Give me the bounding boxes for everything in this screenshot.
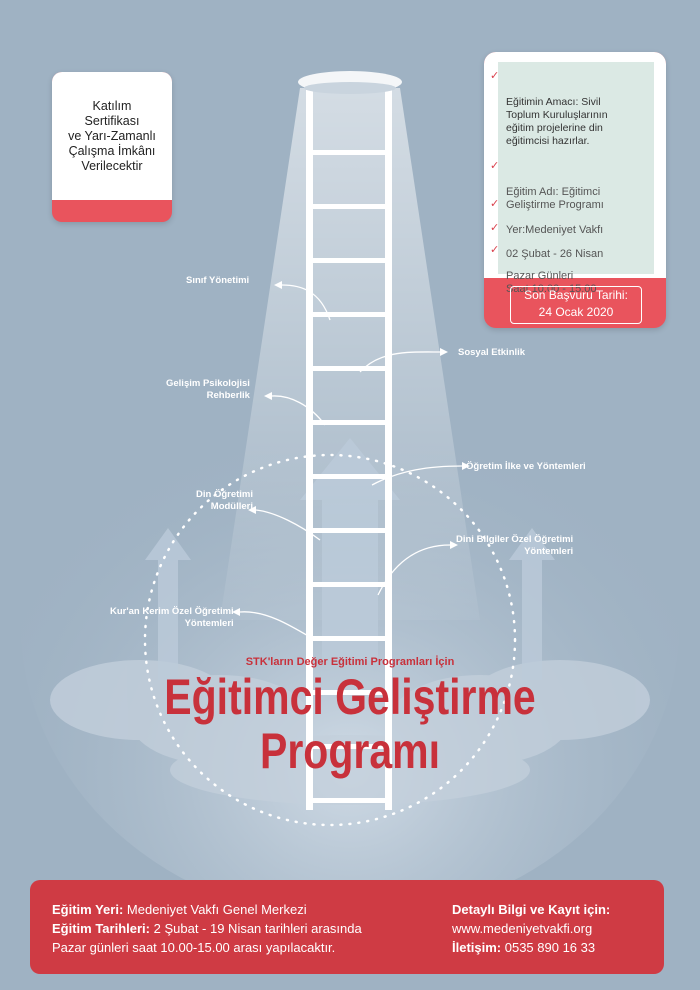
info-item-purpose: ✓ Eğitimin Amacı: Sivil Toplum Kuruluşla…	[490, 70, 608, 147]
check-icon: ✓	[490, 198, 500, 210]
dotted-circle	[143, 453, 517, 827]
ladder-rung	[306, 582, 392, 587]
ladder-rung	[306, 636, 392, 641]
dates-label: Eğitim Tarihleri:	[52, 921, 150, 936]
label-religious-knowledge-methods: Dini Bilgiler Özel Öğretimi Yöntemleri	[456, 534, 574, 557]
ladder-rung	[306, 528, 392, 533]
dates-value: 2 Şubat - 19 Nisan tarihleri arasında	[150, 921, 362, 936]
ladder	[306, 90, 392, 810]
ladder-rung	[306, 204, 392, 209]
label-quran-teaching-methods: Kur'an Kerim Özel Öğretimi Yöntemleri	[110, 606, 234, 629]
deadline-box: Son Başvuru Tarihi: 24 Ocak 2020	[510, 286, 642, 324]
hole-rim	[304, 82, 396, 94]
clouds	[50, 660, 650, 805]
program-title-line1: Eğitimci Geliştirme	[164, 669, 536, 725]
info-card: ✓ Eğitimin Amacı: Sivil Toplum Kuruluşla…	[484, 52, 666, 328]
ladder-rail-right	[385, 90, 392, 810]
light-beam	[220, 88, 480, 620]
label-teaching-principles: Öğretim İlke ve Yöntemleri	[466, 461, 586, 472]
ladder-rung	[306, 312, 392, 317]
ladder-rung	[306, 798, 392, 803]
info-item-dates: ✓ 02 Şubat - 26 Nisan	[490, 222, 604, 260]
certificate-text: Katılım Sertifikası ve Yarı-Zamanlı Çalı…	[52, 72, 172, 200]
ladder-rung	[306, 366, 392, 371]
place-value: Medeniyet Vakfı Genel Merkezi	[123, 902, 307, 917]
info-item-name: ✓ Eğitim Adı: Eğitimci Geliştirme Progra…	[490, 160, 604, 211]
info-panel	[498, 62, 654, 274]
footer-banner: Eğitim Yeri: Medeniyet Vakfı Genel Merke…	[30, 880, 664, 974]
certificate-card: Katılım Sertifikası ve Yarı-Zamanlı Çalı…	[52, 72, 172, 222]
check-icon: ✓	[490, 244, 500, 256]
ladder-rung	[306, 150, 392, 155]
ladder-rung	[306, 474, 392, 479]
footer-left: Eğitim Yeri: Medeniyet Vakfı Genel Merke…	[52, 900, 362, 957]
schedule-text: Pazar günleri saat 10.00-15.00 arası yap…	[52, 940, 336, 955]
place-label: Eğitim Yeri:	[52, 902, 124, 917]
ladder-rung	[306, 744, 392, 749]
label-developmental-psychology: Gelişim Psikolojisi Rehberlik	[166, 378, 250, 401]
connector-arrowheads	[232, 281, 470, 616]
label-social-activity: Sosyal Etkinlik	[458, 347, 526, 358]
contact-label: İletişim:	[452, 940, 502, 955]
check-icon: ✓	[490, 222, 500, 234]
program-title-line2: Programı	[259, 723, 440, 779]
label-religion-teaching-modules: Din Öğretimi Modülleri	[196, 489, 254, 512]
up-arrows	[145, 438, 555, 680]
label-connectors	[239, 284, 463, 641]
info-label: Detaylı Bilgi ve Kayıt için:	[452, 902, 611, 917]
ladder-rung	[306, 690, 392, 695]
check-icon: ✓	[490, 70, 500, 82]
footer-right: Detaylı Bilgi ve Kayıt için: www.medeniy…	[452, 900, 610, 957]
website-link[interactable]: www.medeniyetvakfi.org	[452, 921, 593, 936]
program-subtitle: STK'ların Değer Eğitimi Programları İçin	[245, 656, 455, 668]
info-item-place: ✓ Yer:Medeniyet Vakfı	[490, 198, 604, 236]
check-icon: ✓	[490, 160, 500, 172]
ladder-rail-left	[306, 90, 313, 810]
phone-number[interactable]: 0535 890 16 33	[501, 940, 596, 955]
ladder-rung	[306, 258, 392, 263]
label-classroom-management: Sınıf Yönetimi	[186, 275, 250, 286]
ladder-rung	[306, 420, 392, 425]
